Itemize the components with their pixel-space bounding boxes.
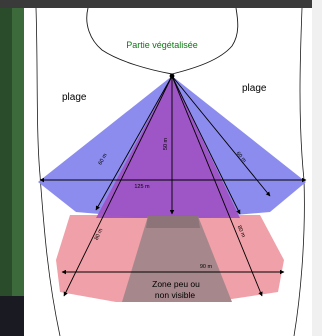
photo-top-strip: [0, 0, 322, 8]
hidden-zone-label-line2: non visible: [155, 290, 195, 300]
observer-point: [170, 74, 175, 79]
photo-right-edge: [312, 0, 322, 336]
label-horizontal-width: 125 m: [134, 184, 150, 190]
photo-left-shade: [0, 0, 12, 300]
photo-bottom-strip: [0, 296, 24, 336]
label-center-vertical: 50 m: [163, 137, 169, 150]
hidden-zone-label-line1: Zone peu ou: [152, 279, 200, 289]
hidden-zone-top: [146, 216, 200, 228]
vegetation-label: Partie végétalisée: [126, 40, 198, 50]
label-bottom-width: 90 m: [200, 264, 213, 270]
beach-right-label: plage: [242, 83, 267, 94]
beach-left-label: plage: [62, 92, 87, 103]
